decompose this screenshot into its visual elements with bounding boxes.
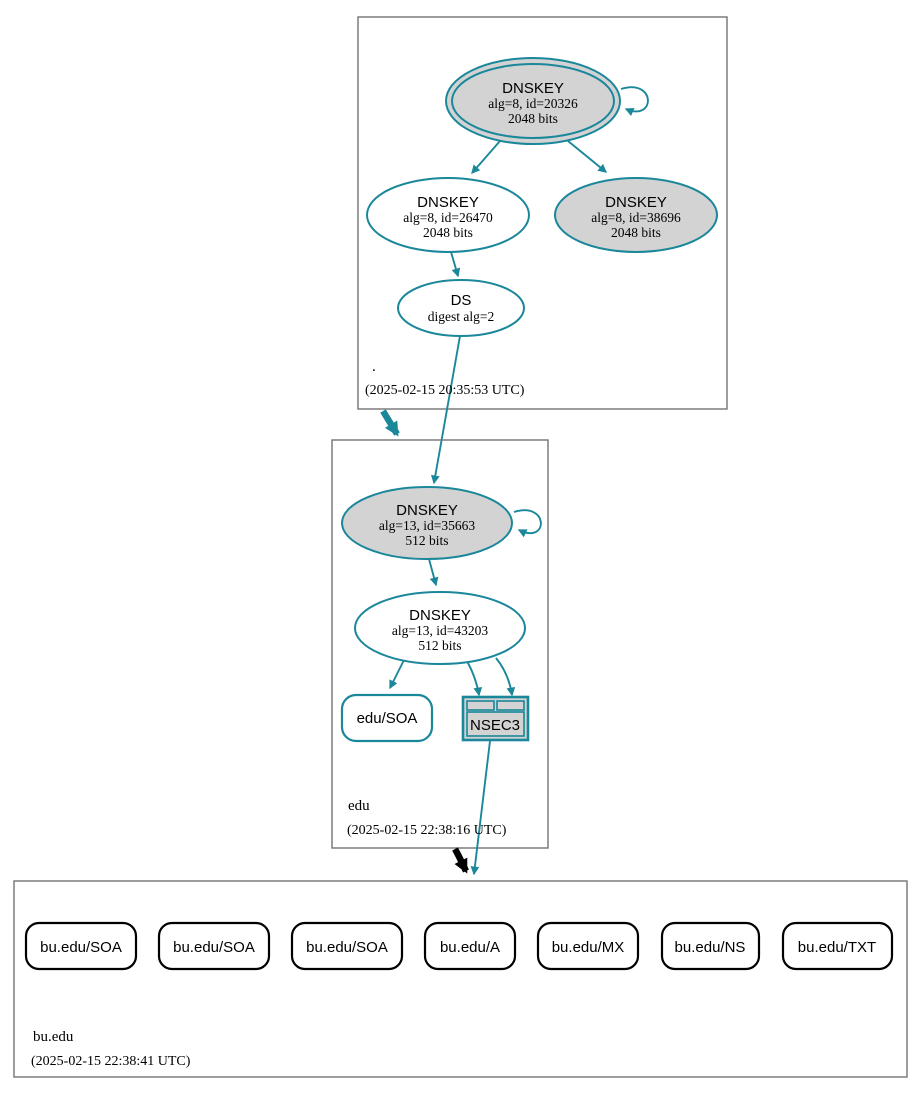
- root-key38696-ellipse: [554, 177, 718, 253]
- node-edu-nsec3[interactable]: NSEC3: [461, 695, 530, 742]
- node-edu-ksk-dnskey-35663[interactable]: DNSKEY alg=13, id=35663 512 bits: [341, 486, 513, 560]
- node-root-zsk-dnskey-26470[interactable]: DNSKEY alg=8, id=26470 2048 bits: [366, 177, 530, 253]
- node-buedu-soa-rrset-1[interactable]: bu.edu/SOA: [24, 921, 138, 971]
- root-ds-ellipse: [397, 279, 525, 337]
- node-buedu-a-rrset[interactable]: bu.edu/A: [423, 921, 517, 971]
- edge-nsec3-to-buedu: [470, 740, 491, 876]
- root-ksk-inner-ellipse: [451, 63, 615, 139]
- buedu-a-label: bu.edu/A: [440, 939, 500, 956]
- edge-root-zsk-to-ds: [450, 251, 461, 278]
- edge-delegation-root-to-edu: [380, 409, 400, 437]
- edge-ds-to-edu-ksk: [430, 335, 461, 485]
- nsec3-cell-label: [466, 711, 525, 737]
- node-root-ksk-dnskey-20326[interactable]: DNSKEY alg=8, id=20326 2048 bits: [445, 57, 621, 145]
- buedu-soa1-label: bu.edu/SOA: [40, 939, 122, 956]
- edu-zsk-title: DNSKEY: [409, 607, 471, 624]
- edu-ksk-detail: alg=13, id=35663: [379, 518, 475, 533]
- zone-border-edu: [331, 439, 549, 849]
- zone-label-edu: edu: [348, 798, 370, 814]
- root-zsk-bits: 2048 bits: [423, 225, 473, 240]
- edu-zsk-ellipse: [354, 591, 526, 665]
- root-key38696-bits: 2048 bits: [611, 225, 661, 240]
- root-key38696-detail: alg=8, id=38696: [591, 210, 681, 225]
- zone-border-buedu: [13, 880, 908, 1078]
- edge-delegation-edu-to-buedu: [452, 847, 469, 874]
- nsec3-cell-left: [466, 700, 495, 711]
- edge-root-ksk-selfloop: [620, 86, 649, 116]
- zone-box-buedu: bu.edu/SOA bu.edu/SOA bu.edu/SOA bu.edu/…: [13, 880, 908, 1078]
- buedu-soa1-rect: [24, 921, 138, 971]
- buedu-mx-label: bu.edu/MX: [552, 939, 625, 956]
- root-ksk-outer-ellipse: [445, 57, 621, 145]
- edu-zsk-detail: alg=13, id=43203: [392, 623, 488, 638]
- buedu-txt-label: bu.edu/TXT: [798, 939, 876, 956]
- nsec3-label: NSEC3: [470, 717, 520, 734]
- root-ds-title: DS: [451, 292, 472, 309]
- edge-root-ksk-to-key38696: [567, 140, 608, 173]
- buedu-soa2-rect: [157, 921, 271, 971]
- edge-edu-ksk-selfloop: [513, 509, 542, 538]
- root-zsk-title: DNSKEY: [417, 194, 479, 211]
- zone-timestamp-edu: (2025-02-15 22:38:16 UTC): [347, 823, 507, 838]
- edu-soa-rect: [340, 693, 434, 743]
- root-ksk-title: DNSKEY: [502, 80, 564, 97]
- node-buedu-ns-rrset[interactable]: bu.edu/NS: [660, 921, 761, 971]
- edge-edu-zsk-to-soa: [389, 659, 405, 690]
- root-zsk-detail: alg=8, id=26470: [403, 210, 493, 225]
- zone-border-root: [357, 16, 728, 410]
- root-zsk-ellipse: [366, 177, 530, 253]
- node-edu-zsk-dnskey-43203[interactable]: DNSKEY alg=13, id=43203 512 bits: [354, 591, 526, 665]
- edge-edu-ksk-to-zsk: [428, 558, 439, 587]
- edge-edu-zsk-to-nsec3-left: [466, 660, 483, 697]
- edu-ksk-ellipse: [341, 486, 513, 560]
- buedu-soa2-label: bu.edu/SOA: [173, 939, 255, 956]
- zone-label-buedu: bu.edu: [33, 1029, 74, 1045]
- root-ksk-detail: alg=8, id=20326: [488, 96, 578, 111]
- zone-timestamp-root: (2025-02-15 20:35:53 UTC): [365, 383, 525, 398]
- node-buedu-txt-rrset[interactable]: bu.edu/TXT: [781, 921, 894, 971]
- buedu-txt-rect: [781, 921, 894, 971]
- edu-soa-label: edu/SOA: [357, 710, 418, 727]
- nsec3-cell-right: [496, 700, 525, 711]
- zone-timestamp-buedu: (2025-02-15 22:38:41 UTC): [31, 1054, 191, 1069]
- buedu-ns-label: bu.edu/NS: [675, 939, 746, 956]
- buedu-ns-rect: [660, 921, 761, 971]
- edge-root-ksk-to-zsk: [471, 140, 501, 174]
- zone-box-root: DNSKEY alg=8, id=20326 2048 bits DNSKEY …: [357, 16, 728, 485]
- buedu-soa3-rect: [290, 921, 404, 971]
- edu-zsk-bits: 512 bits: [418, 638, 461, 653]
- buedu-a-rect: [423, 921, 517, 971]
- node-buedu-soa-rrset-3[interactable]: bu.edu/SOA: [290, 921, 404, 971]
- edu-ksk-title: DNSKEY: [396, 502, 458, 519]
- root-ds-detail: digest alg=2: [428, 309, 494, 324]
- root-ksk-bits: 2048 bits: [508, 111, 558, 126]
- edge-edu-zsk-to-nsec3-right: [495, 657, 516, 697]
- buedu-soa3-label: bu.edu/SOA: [306, 939, 388, 956]
- node-edu-soa-rrset[interactable]: edu/SOA: [340, 693, 434, 743]
- node-buedu-soa-rrset-2[interactable]: bu.edu/SOA: [157, 921, 271, 971]
- buedu-mx-rect: [536, 921, 640, 971]
- node-root-ds[interactable]: DS digest alg=2: [397, 279, 525, 337]
- zone-label-root: .: [372, 359, 376, 375]
- node-root-dnskey-38696[interactable]: DNSKEY alg=8, id=38696 2048 bits: [554, 177, 718, 253]
- edu-ksk-bits: 512 bits: [405, 533, 448, 548]
- zone-box-edu: DNSKEY alg=13, id=35663 512 bits DNSKEY …: [331, 439, 549, 876]
- root-key38696-title: DNSKEY: [605, 194, 667, 211]
- node-buedu-mx-rrset[interactable]: bu.edu/MX: [536, 921, 640, 971]
